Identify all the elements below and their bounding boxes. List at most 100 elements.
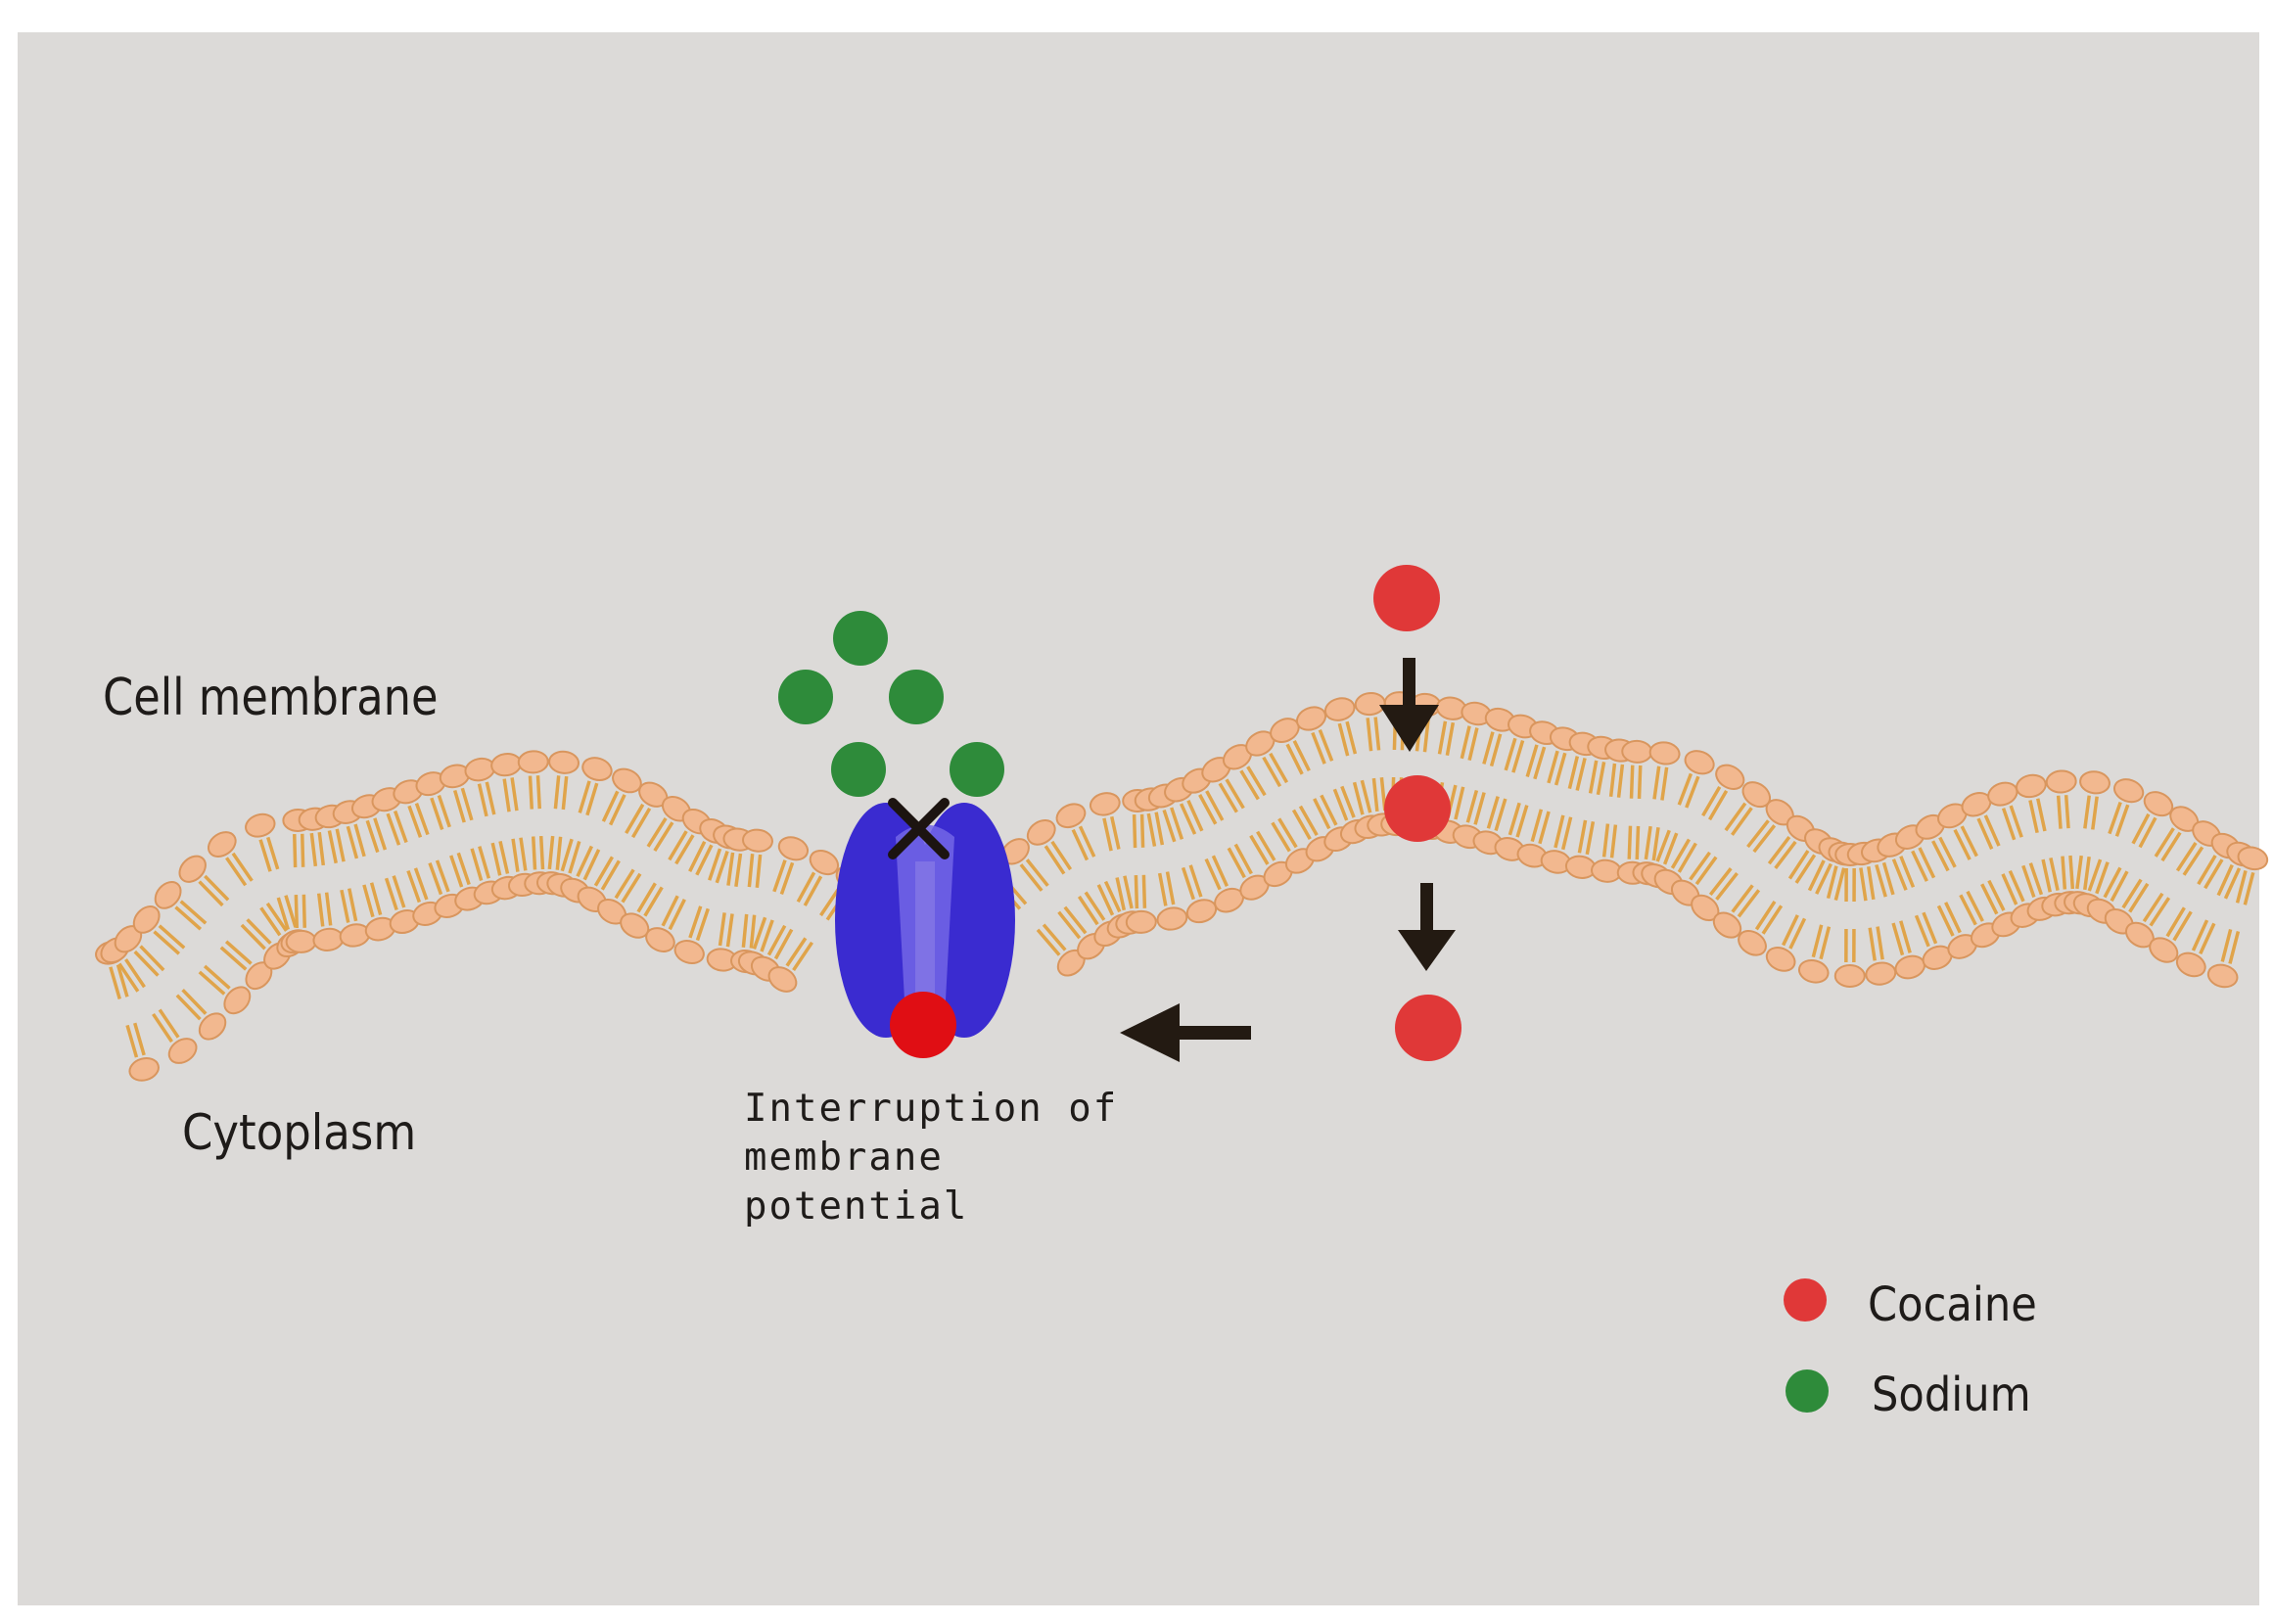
lipid-tail (276, 897, 290, 931)
lipid-tail (373, 817, 388, 851)
lipid-tail (1313, 798, 1331, 830)
lipid-tail (1635, 825, 1641, 859)
lipid-tail (2114, 804, 2130, 837)
lipid-tail (2095, 861, 2110, 895)
lipid-tail (204, 874, 230, 902)
lipid-tail (2075, 855, 2083, 890)
lipid-head (1055, 803, 1087, 829)
lipid-head (2149, 937, 2179, 963)
lipid-tail (1071, 828, 1090, 861)
lipid-tail (2056, 795, 2063, 829)
lipid-tail (1936, 905, 1955, 937)
lipid-tail (631, 807, 652, 839)
lipid-tail (317, 831, 326, 866)
lipid-tail (2087, 858, 2103, 892)
lipid-tail (1651, 827, 1660, 861)
lipid-tail (133, 950, 160, 977)
lipid-tail (695, 844, 714, 876)
lipid-tail (1262, 756, 1282, 788)
lipid-tail (2154, 827, 2175, 858)
lipid-tail (2001, 873, 2018, 905)
lipid-tail (1533, 746, 1547, 780)
lipid-tail (1204, 858, 1222, 891)
lipid-tail (560, 838, 574, 872)
sodium-ions (778, 611, 1004, 797)
lipid-tail (1352, 781, 1365, 815)
lipid-tail (1794, 854, 1817, 884)
lipid-tail (688, 840, 707, 872)
lipid-tail (1422, 719, 1430, 753)
arrow-down-icon (1398, 883, 1456, 971)
lipid-tail (1494, 798, 1508, 832)
lipid-tail (755, 854, 763, 889)
lipid-tail (1731, 884, 1754, 913)
lipid-head (645, 927, 675, 952)
lipid-tail (1899, 920, 1912, 953)
lipid-head (128, 1057, 160, 1082)
lipid-tail (1677, 842, 1697, 873)
lipid-tail (1731, 807, 1753, 836)
lipid-tail (1660, 766, 1669, 801)
lipid-head (2206, 963, 2239, 989)
lipid-head (809, 849, 840, 876)
lipid-tail (1515, 805, 1529, 838)
lipid-head (581, 757, 613, 781)
lipid-tail (181, 988, 208, 1015)
lipid-tail (294, 894, 300, 929)
lipid-tail (386, 812, 401, 846)
lipid-tail (625, 803, 645, 835)
lipid-tail (1746, 819, 1770, 849)
lipid-tail (785, 937, 808, 967)
lipid-head (1185, 899, 1218, 924)
arrow-down-icon (1379, 658, 1439, 752)
lipid-tail (1225, 778, 1245, 810)
lipid-tail (2216, 863, 2234, 897)
lipid-tail (561, 775, 569, 811)
legend-sodium-dot (1786, 1369, 1829, 1413)
lipid-tail (1782, 914, 1799, 947)
lipid-tail (309, 832, 318, 867)
lipid-tail (1179, 803, 1197, 835)
lipid-tail (510, 777, 519, 812)
lipid-tail (609, 794, 626, 826)
lipid-tail (266, 836, 280, 870)
lipid-tail (1637, 765, 1643, 800)
lipid-tail (725, 913, 734, 948)
lipid-tail (1165, 871, 1176, 905)
lipid-head (154, 881, 182, 909)
lipid-tail (1644, 825, 1652, 860)
lipid-tail (2175, 842, 2198, 872)
lipid-tail (292, 833, 298, 868)
lipid-tail (1227, 847, 1246, 879)
lipid-head (1323, 697, 1356, 721)
lipid-tail (1627, 825, 1633, 859)
lipid-tail (124, 958, 146, 989)
lipid-tail (749, 914, 757, 949)
lipid-tail (792, 941, 813, 972)
block-x-icon (888, 798, 950, 859)
lipid-tail (1875, 863, 1887, 898)
lipid-tail (1115, 877, 1127, 911)
lipid-tail (2160, 831, 2182, 862)
lipid-tail (353, 823, 366, 858)
lipid-head (1765, 947, 1796, 972)
lipid-tail (2028, 862, 2044, 896)
lipid-tail (2165, 906, 2186, 938)
lipid-tail (1181, 866, 1195, 901)
lipid-tail (528, 775, 534, 810)
lipid-tail (1715, 871, 1739, 901)
lipid-tail (340, 889, 350, 923)
lipid-tail (2197, 855, 2217, 886)
sodium-ion (831, 742, 886, 797)
lipid-tail (414, 803, 430, 836)
lipid-tail (747, 854, 755, 888)
cocaine-inside (1395, 995, 1461, 1061)
lipid-tail (1109, 815, 1121, 850)
lipid-tail (1132, 814, 1137, 849)
lipid-tail (1445, 721, 1456, 756)
lipid-tail (511, 838, 520, 872)
lipid-tail (1318, 728, 1334, 762)
lipid-tail (1891, 922, 1905, 956)
lipid-head (1125, 909, 1157, 934)
lipid-tail (302, 894, 307, 928)
